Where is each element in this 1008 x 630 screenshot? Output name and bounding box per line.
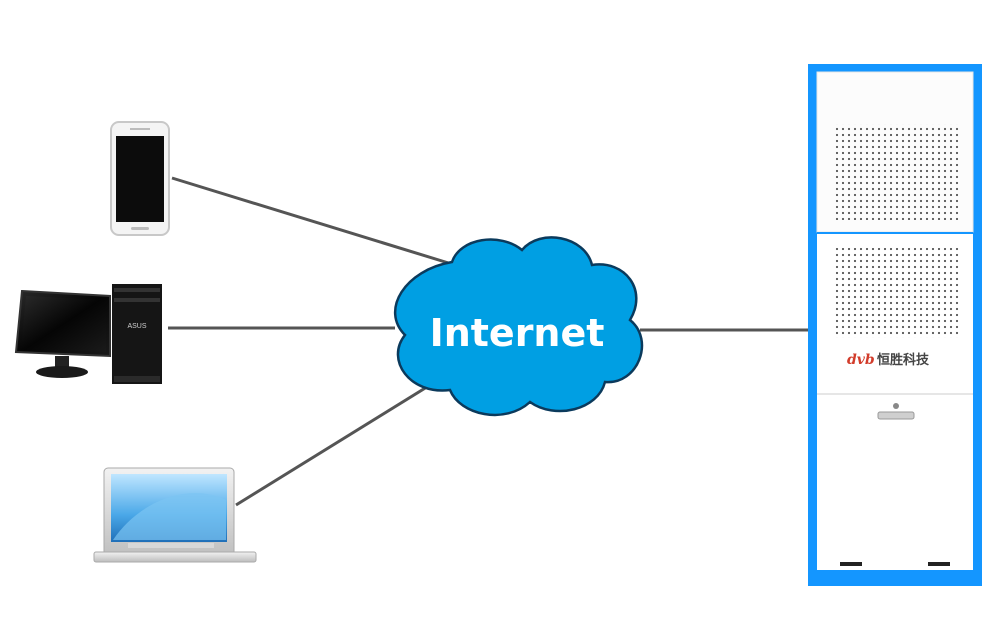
lock-handle bbox=[877, 403, 915, 420]
connection-laptop bbox=[235, 380, 436, 507]
tower-badge: ASUS bbox=[127, 323, 146, 330]
brand-mark: dvb bbox=[847, 352, 875, 368]
brand-name: 恒胜科技 bbox=[877, 352, 930, 368]
brand-logo: dvb 恒胜科技 bbox=[847, 352, 930, 368]
server-cabinet: dvb 恒胜科技 bbox=[808, 64, 982, 586]
laptop-icon bbox=[93, 467, 257, 563]
cloud-label: Internet bbox=[430, 311, 605, 355]
smartphone-icon bbox=[110, 121, 170, 236]
connection-smartphone bbox=[171, 176, 456, 267]
connections bbox=[168, 176, 810, 507]
desktop-computer-icon: ASUS bbox=[14, 284, 162, 384]
internet-cloud: Internet bbox=[393, 236, 644, 417]
